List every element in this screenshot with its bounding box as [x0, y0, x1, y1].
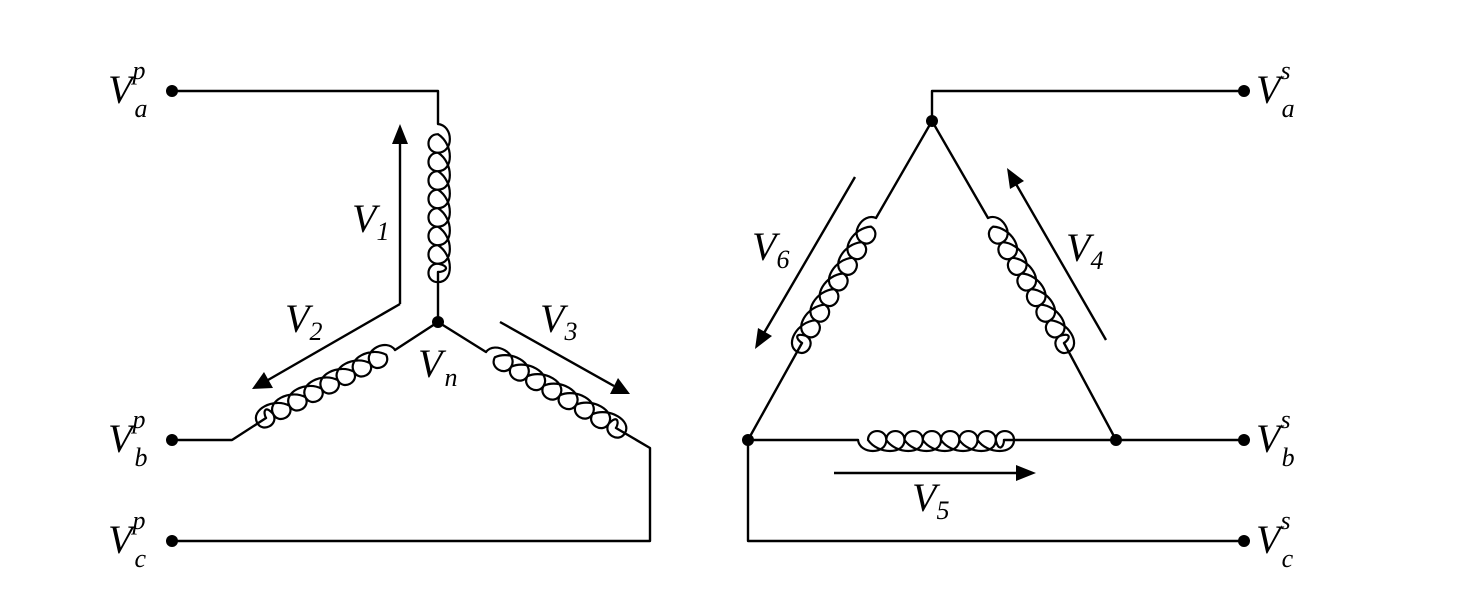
- label-v6: V 6: [752, 224, 789, 274]
- wire-delta-right-upper: [930, 119, 990, 220]
- wire-delta-left-lower: [746, 341, 804, 442]
- label-v2: V 2: [285, 296, 322, 346]
- terminal-dot-c-secondary: [1238, 535, 1250, 547]
- arrow-v1-head: [392, 124, 408, 144]
- terminal-dot-c-primary: [166, 535, 178, 547]
- secondary-delta-winding: V s a V s b V s c V 4 V 5 V 6: [742, 56, 1295, 573]
- coil-v2-turns: [254, 343, 396, 429]
- neutral-node-dot: [432, 316, 444, 328]
- coil-1: [427, 122, 451, 284]
- wire-neutral-to-coil-3: [436, 320, 488, 354]
- coil-v4-turns: [987, 215, 1076, 355]
- wire-neutral-to-coil-2: [393, 320, 440, 352]
- label-vc-primary: V p c: [108, 506, 149, 573]
- coil-5: [856, 429, 1016, 453]
- label-v4: V 4: [1066, 225, 1103, 275]
- terminal-dot-a-secondary: [1238, 85, 1250, 97]
- label-vc-secondary: V s c: [1256, 506, 1295, 573]
- primary-wye-winding: V p a V p b V p c V n V 1 V 2 V 3: [108, 56, 652, 573]
- coil-3: [485, 346, 628, 439]
- coil-v3-turns: [485, 346, 628, 439]
- label-vn: V n: [418, 341, 457, 392]
- terminal-dot-b-primary: [166, 434, 178, 446]
- terminal-dot-a-primary: [166, 85, 178, 97]
- coil-v6-turns: [790, 215, 877, 355]
- wire-phase-c-primary: [170, 426, 652, 543]
- label-v1: V 1: [352, 196, 389, 246]
- coil-v1-turns: [427, 122, 451, 284]
- coil-v5-turns: [856, 429, 1016, 453]
- coil-4: [987, 215, 1076, 355]
- coil-2: [254, 343, 396, 429]
- label-vb-primary: V p b: [108, 405, 149, 472]
- wire-phase-a-primary: [170, 89, 440, 126]
- wire-phase-c-secondary: [746, 438, 1246, 543]
- arrow-v2: [267, 302, 401, 382]
- terminal-dot-b-secondary: [1238, 434, 1250, 446]
- delta-node-top: [926, 115, 938, 127]
- arrow-v3-head: [610, 378, 630, 394]
- arrow-v3: [499, 320, 615, 388]
- arrow-v6-head: [755, 328, 772, 349]
- delta-node-left: [742, 434, 754, 446]
- label-va-secondary: V s a: [1256, 56, 1295, 123]
- delta-node-right: [1110, 434, 1122, 446]
- arrow-v5-head: [1016, 465, 1036, 481]
- wire-delta-left-upper: [874, 119, 934, 220]
- arrow-v2-head: [252, 372, 273, 389]
- label-v3: V 3: [540, 296, 577, 346]
- coil-6: [790, 215, 877, 355]
- arrow-v6: [762, 176, 857, 334]
- arrow-v4: [1014, 183, 1108, 341]
- label-va-primary: V p a: [108, 56, 149, 123]
- arrow-v4-head: [1007, 168, 1024, 189]
- label-v5: V 5: [912, 475, 949, 525]
- wire-delta-right-lower: [1062, 341, 1118, 442]
- wire-phase-a-secondary: [930, 89, 1246, 123]
- label-vb-secondary: V s b: [1256, 405, 1295, 472]
- wire-phase-b-primary: [170, 416, 268, 442]
